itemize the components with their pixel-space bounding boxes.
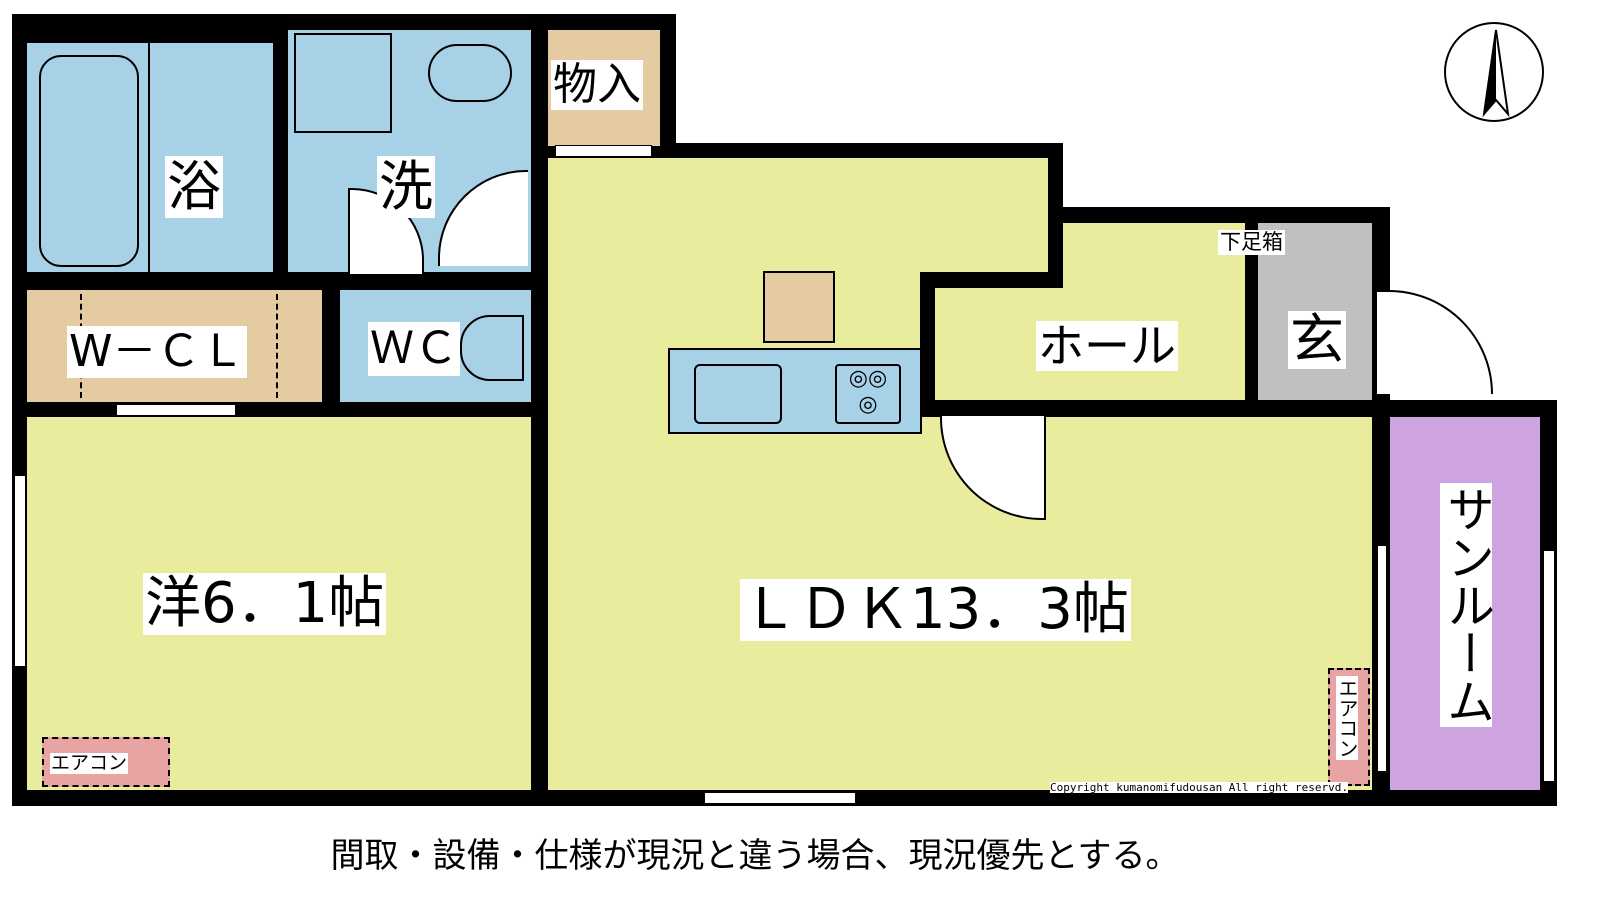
label-sunroom: サンルーム [1438, 483, 1494, 727]
label-entrance: 玄 [1288, 308, 1346, 371]
stove-icon: ◎◎◎ [835, 364, 901, 424]
vent [763, 271, 835, 343]
aircon-label: エアコン [50, 752, 129, 774]
label-western: 洋6．1帖 [143, 571, 387, 636]
kitchen-counter: ◎◎◎ [668, 348, 922, 434]
label-storage: 物入 [551, 59, 643, 110]
label-wcl: W－ＣＬ [67, 326, 247, 378]
label-shoe-box: 下足箱 [1218, 230, 1285, 255]
label-bath: 浴 [165, 155, 223, 218]
window [1377, 545, 1387, 772]
front-door[interactable] [1375, 290, 1493, 394]
room-bath [27, 43, 273, 272]
room-washroom [288, 30, 531, 274]
window [1543, 550, 1555, 782]
north-arrow-icon [1444, 22, 1544, 122]
label-ldk: ＬＤＫ13．3帖 [740, 577, 1131, 642]
window [704, 792, 856, 804]
room-ldk [548, 158, 1048, 272]
aircon-western: エアコン [42, 737, 170, 787]
label-wc: ＷＣ [368, 322, 460, 376]
aircon-label: エアコン [1335, 676, 1359, 760]
copyright: Copyright kumanomifudousan All right res… [1050, 781, 1349, 794]
label-washroom: 洗 [377, 155, 435, 218]
aircon-ldk: エアコン [1328, 668, 1370, 786]
disclaimer-note: 間取・設備・仕様が現況と違う場合、現況優先とする。 [330, 836, 1180, 876]
label-hall: ホール [1036, 319, 1178, 373]
window [14, 475, 26, 667]
